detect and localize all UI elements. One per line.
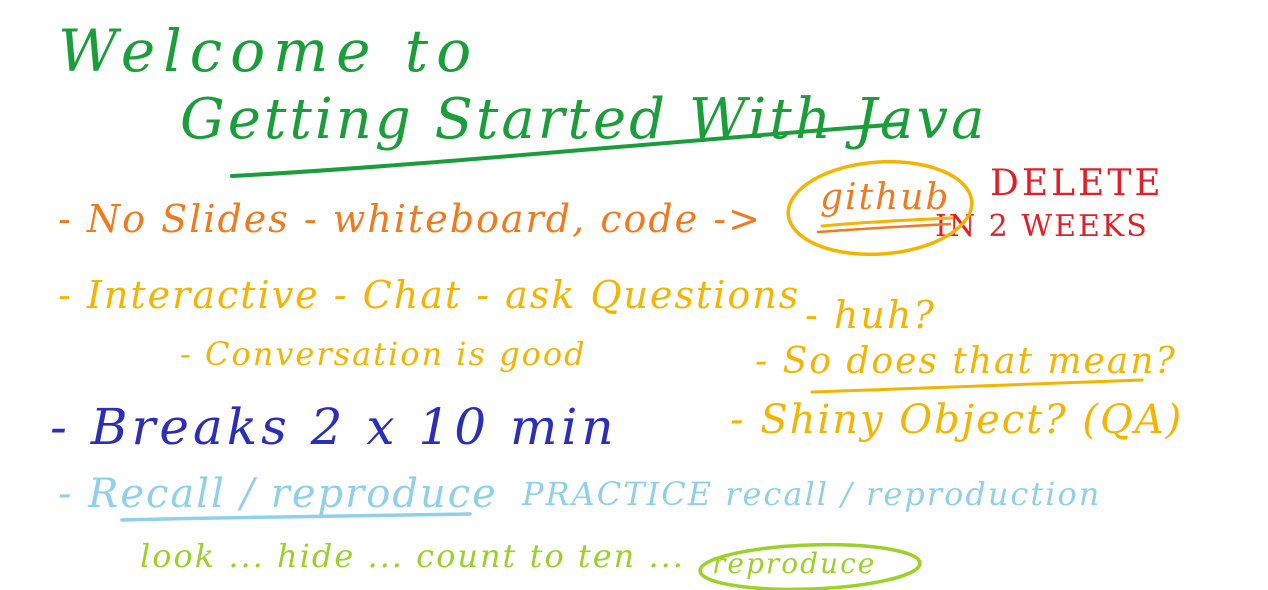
note-conversation: - Conversation is good [180,335,587,373]
note-github: github [820,177,951,218]
note-breaks: - Breaks 2 x 10 min [50,398,618,456]
note-interactive: - Interactive - Chat - ask Questions [58,273,801,317]
note-recall: - Recall / reproduce [58,471,498,517]
github-underline-1 [820,216,954,228]
heading-welcome: Welcome to [58,17,480,85]
note-reproduce: reproduce [712,547,877,580]
note-delete-when: IN 2 WEEKS [935,209,1149,244]
heading-course-title: Getting Started With Java [180,87,988,152]
note-no-slides: - No Slides - whiteboard, code -> [58,197,762,241]
note-huh: - huh? [805,293,936,337]
note-practice: PRACTICE recall / reproduction [522,475,1102,513]
note-shiny-object: - Shiny Object? (QA) [730,397,1184,443]
github-underline-2 [816,222,952,234]
note-look-hide-count: look ... hide ... count to ten ... [140,537,685,575]
note-so-what: - So does that mean? [755,341,1177,382]
note-delete: DELETE [990,163,1164,204]
